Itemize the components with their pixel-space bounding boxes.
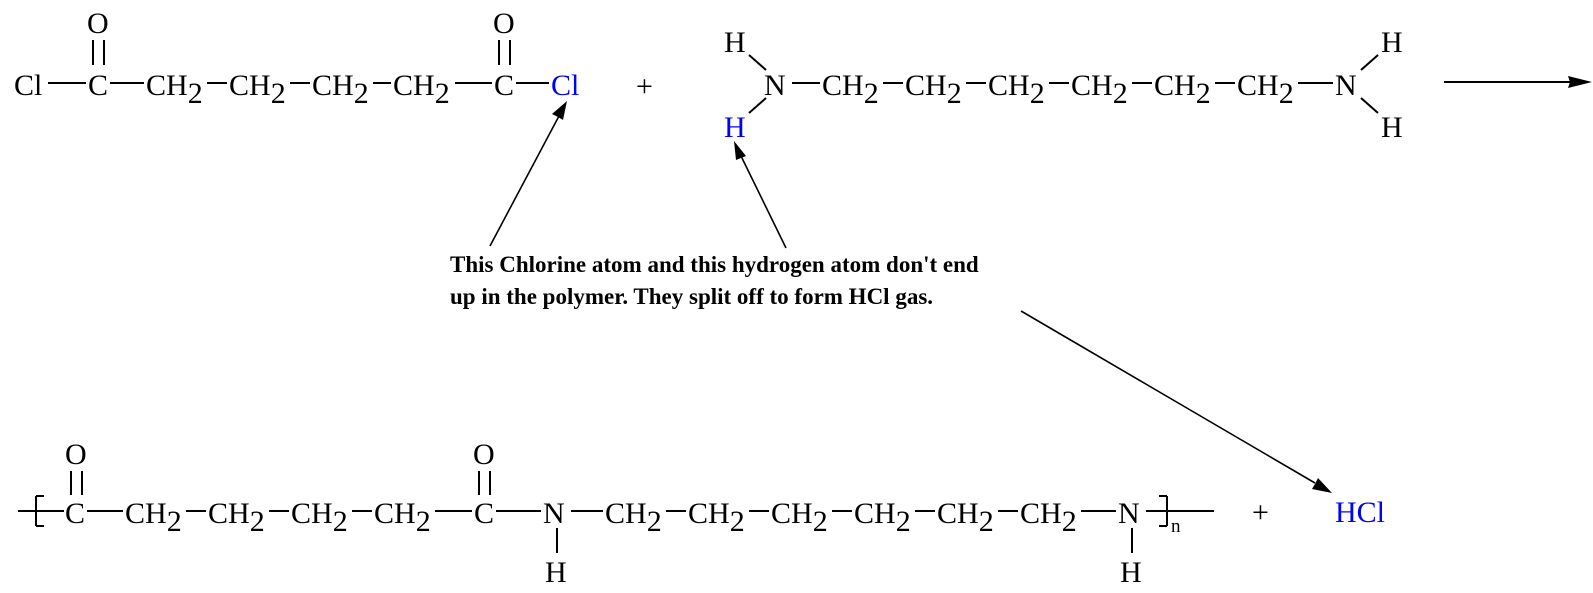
- methylene-group: CH2: [125, 497, 182, 538]
- methylene-group: CH2: [374, 497, 431, 538]
- atom-carbonyl-c: C: [474, 497, 494, 530]
- atom-h: H: [724, 26, 746, 59]
- bond: [1360, 97, 1379, 114]
- reaction-arrow: [1444, 76, 1592, 88]
- atom-n: N: [764, 69, 786, 102]
- reactant-acid-chloride: Cl C O CH2 CH2 CH2 CH2 C O Cl: [14, 7, 579, 110]
- atom-carbonyl-o: O: [493, 7, 515, 40]
- pointer-head: [1312, 478, 1332, 493]
- methylene-group: CH2: [1071, 69, 1128, 110]
- methylene-group: CH2: [312, 69, 369, 110]
- atom-h-highlighted: H: [724, 111, 746, 144]
- atom-h: H: [1381, 111, 1403, 144]
- atom-carbonyl-o: O: [87, 7, 109, 40]
- annotation: This Chlorine atom and this hydrogen ato…: [450, 101, 1332, 493]
- atom-carbonyl-c: C: [494, 69, 514, 102]
- atom-h: H: [1120, 556, 1142, 589]
- bond: [748, 54, 767, 71]
- annotation-line-1: This Chlorine atom and this hydrogen ato…: [450, 252, 979, 277]
- methylene-group: CH2: [854, 497, 911, 538]
- methylene-group: CH2: [937, 497, 994, 538]
- annotation-line-2: up in the polymer. They split off to for…: [450, 284, 933, 309]
- methylene-group: CH2: [1154, 69, 1211, 110]
- pointer-head: [552, 101, 567, 120]
- pointer-to-hcl: [1020, 310, 1316, 484]
- bond: [748, 97, 767, 114]
- methylene-group: CH2: [146, 69, 203, 110]
- methylene-group: CH2: [771, 497, 828, 538]
- methylene-group: CH2: [688, 497, 745, 538]
- product-polymer: C O CH2 CH2 CH2 CH2 C O N H CH2 CH2 CH2 …: [18, 438, 1214, 589]
- plus-sign: +: [1252, 496, 1269, 529]
- atom-cl-left: Cl: [14, 69, 42, 102]
- methylene-group: CH2: [905, 69, 962, 110]
- atom-amide-n: N: [543, 497, 565, 530]
- atom-h: H: [1381, 26, 1403, 59]
- atom-cl-highlighted: Cl: [551, 69, 579, 102]
- atom-carbonyl-c: C: [88, 69, 108, 102]
- methylene-group: CH2: [605, 497, 662, 538]
- plus-sign: +: [636, 70, 653, 103]
- repeat-subscript-n: n: [1171, 516, 1181, 537]
- atom-h: H: [545, 556, 567, 589]
- methylene-group: CH2: [229, 69, 286, 110]
- pointer-to-chlorine: [489, 115, 560, 247]
- methylene-group: CH2: [1237, 69, 1294, 110]
- arrow-head: [1568, 76, 1592, 88]
- methylene-group: CH2: [1020, 497, 1077, 538]
- methylene-group: CH2: [393, 69, 450, 110]
- bond: [1360, 54, 1379, 71]
- methylene-group: CH2: [208, 497, 265, 538]
- methylene-group: CH2: [822, 69, 879, 110]
- atom-carbonyl-o: O: [65, 438, 87, 471]
- atom-carbonyl-o: O: [473, 438, 495, 471]
- methylene-group: CH2: [988, 69, 1045, 110]
- pointer-to-hydrogen: [740, 155, 787, 249]
- atom-amide-n: N: [1118, 497, 1140, 530]
- pointer-head: [734, 141, 746, 160]
- methylene-group: CH2: [291, 497, 348, 538]
- atom-n: N: [1335, 69, 1357, 102]
- reactant-diamine: H H N CH2 CH2 CH2 CH2 CH2 CH2 N H H: [724, 26, 1403, 144]
- atom-carbonyl-c: C: [65, 497, 85, 530]
- byproduct-hcl: HCl: [1335, 496, 1385, 529]
